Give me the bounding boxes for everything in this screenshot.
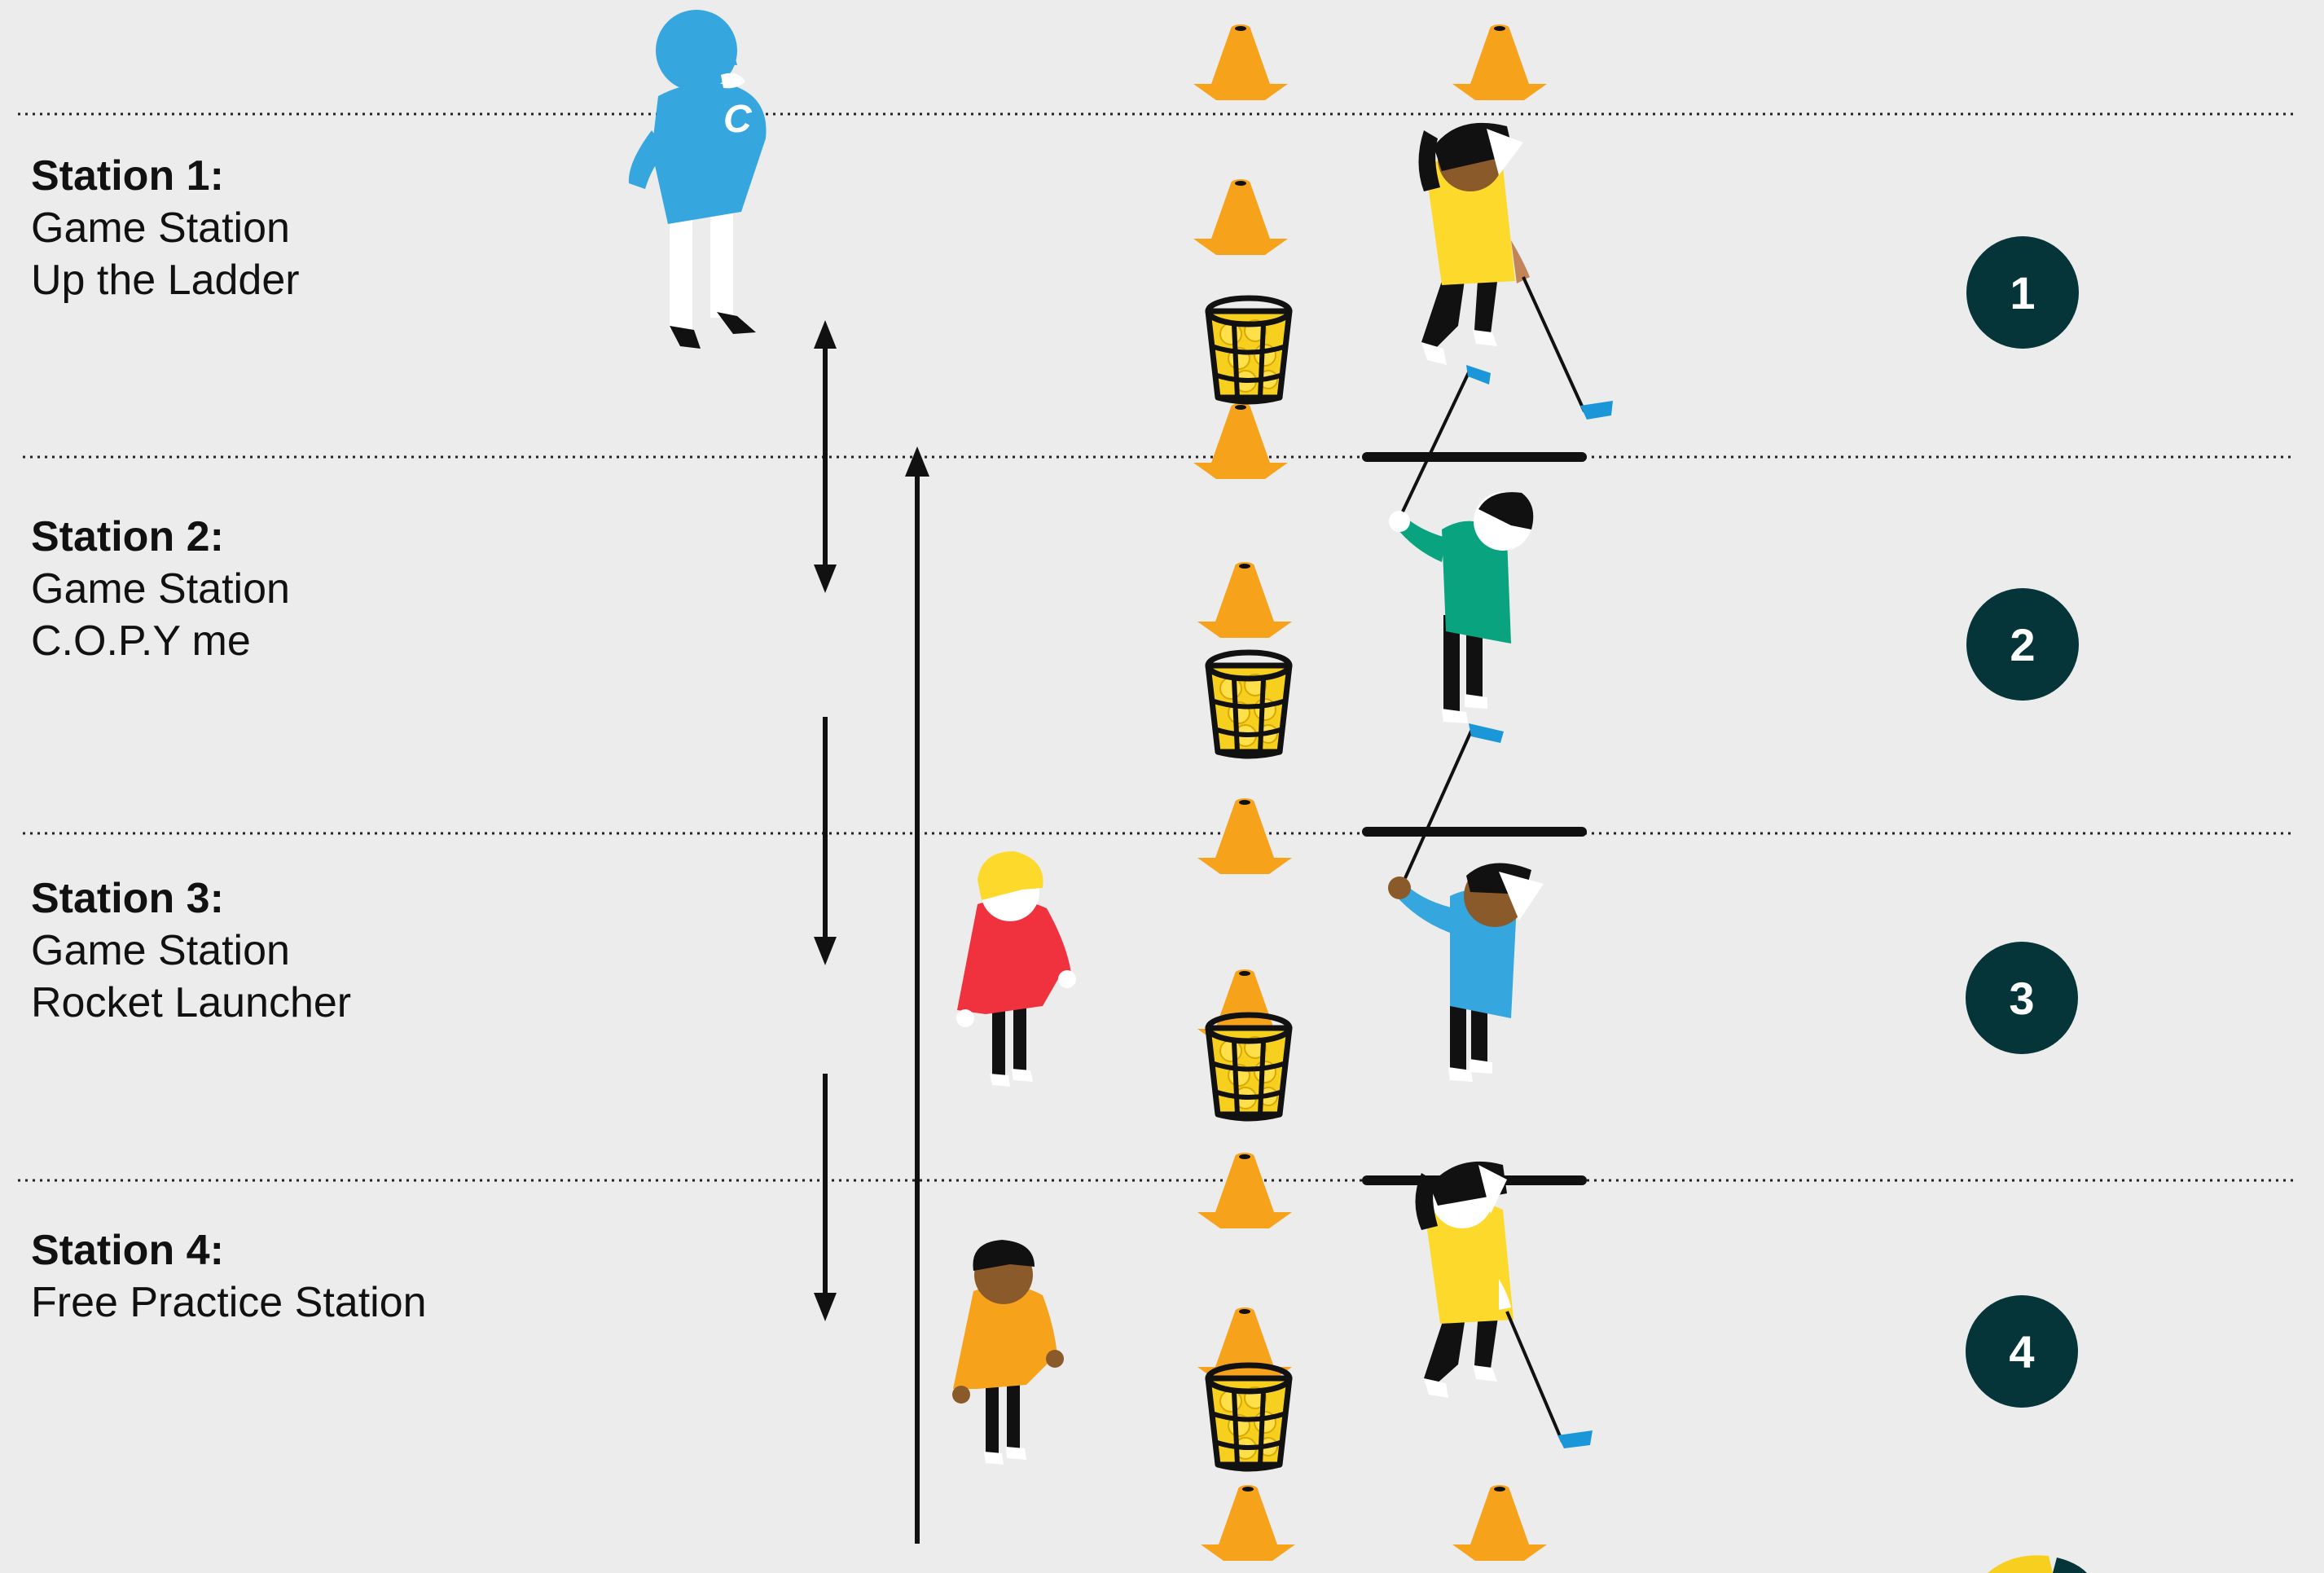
return-arrow-up	[905, 446, 929, 1544]
waiting-player-red-figure	[956, 851, 1076, 1087]
cone	[1193, 179, 1288, 255]
station-divider-lines	[18, 114, 2293, 1180]
cone	[1197, 562, 1292, 638]
down-arrow-2-3	[814, 717, 837, 965]
ball-basket	[1208, 298, 1289, 402]
ball-basket	[1208, 652, 1289, 756]
down-arrow-3-4	[814, 1074, 837, 1321]
ball-basket	[1208, 1365, 1289, 1469]
coach-figure: C	[629, 10, 767, 349]
golfer-1-figure	[1419, 123, 1614, 420]
waiting-player-orange-figure	[952, 1240, 1064, 1465]
cone	[1197, 1153, 1292, 1228]
golfer-4-figure	[1416, 1162, 1593, 1448]
logo-fragment	[1988, 1555, 2087, 1573]
cone	[1452, 24, 1547, 100]
double-arrow-1-2	[814, 320, 837, 593]
cone	[1452, 1485, 1547, 1561]
cone	[1197, 798, 1292, 874]
golfer-2-figure	[1389, 365, 1533, 723]
cone	[1193, 403, 1288, 479]
golfer-3-figure	[1388, 723, 1544, 1082]
coach-shirt-letter: C	[723, 98, 753, 141]
ball-basket	[1208, 1015, 1289, 1118]
cone	[1193, 24, 1288, 100]
cone	[1201, 1485, 1295, 1561]
rotation-arrows	[814, 320, 929, 1544]
